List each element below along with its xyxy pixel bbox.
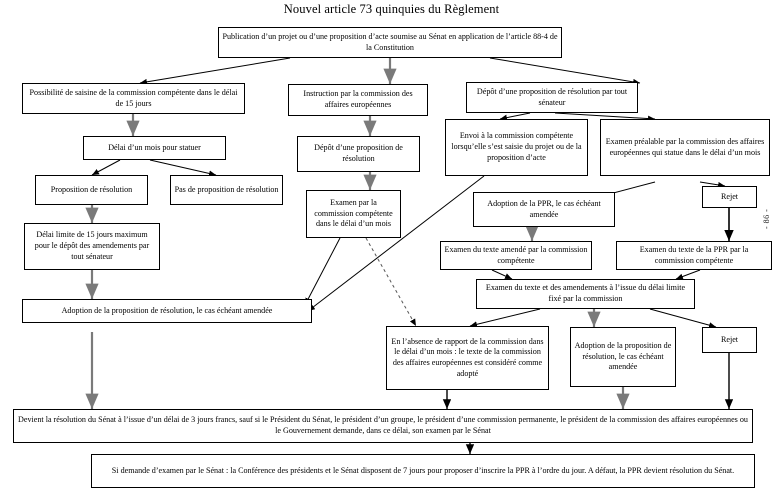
node-absence-rapport[interactable]: En l’absence de rapport de la commission…	[386, 326, 549, 390]
node-delai-un-mois[interactable]: Délai d’un mois pour statuer	[83, 136, 226, 160]
node-delai-limite-amendements[interactable]: Délai limite de 15 jours maximum pour le…	[24, 223, 160, 270]
page-title: Nouvel article 73 quinquies du Règlement	[283, 2, 500, 16]
node-devient-resolution[interactable]: Devient la résolution du Sénat à l’issue…	[13, 409, 753, 443]
node-si-demande-examen-label: Si demande d’examen par le Sénat : la Co…	[111, 465, 735, 475]
node-pas-proposition[interactable]: Pas de proposition de résolution	[170, 175, 283, 205]
node-examen-prealable[interactable]: Examen préalable par la commission des a…	[600, 119, 770, 176]
node-proposition-resolution-label: Proposition de résolution	[50, 184, 133, 194]
node-examen-commission-competente-label: Examen par la commission compétente dans…	[314, 197, 393, 229]
node-rejet-bas-label: Rejet	[720, 334, 739, 344]
node-publication[interactable]: Publication d’un projet ou d’une proposi…	[218, 27, 562, 58]
node-depot-proposition-label: Dépôt d’une proposition de résolution	[314, 143, 403, 163]
node-possibilite-saisine-label: Possibilité de saisine de la commission …	[29, 87, 238, 108]
node-proposition-resolution[interactable]: Proposition de résolution	[35, 175, 148, 205]
node-envoi-commission-label: Envoi à la commission compétente lorsqu’…	[451, 131, 582, 162]
page-number: - 86 -	[762, 208, 771, 230]
node-adoption-proposition-resolution[interactable]: Adoption de la proposition de résolution…	[570, 327, 676, 387]
node-rejet-bas[interactable]: Rejet	[702, 327, 757, 353]
node-depot-proposition[interactable]: Dépôt d’une proposition de résolution	[297, 136, 420, 172]
node-examen-texte-ppr[interactable]: Examen du texte de la PPR par la commiss…	[616, 241, 772, 270]
node-devient-resolution-label: Devient la résolution du Sénat à l’issue…	[18, 415, 748, 435]
node-adoption-proposition-amendee[interactable]: Adoption de la proposition de résolution…	[22, 299, 312, 323]
node-rejet-haut-label: Rejet	[720, 191, 739, 201]
node-adoption-proposition-resolution-label: Adoption de la proposition de résolution…	[574, 340, 672, 372]
node-examen-prealable-label: Examen préalable par la commission des a…	[605, 136, 765, 157]
node-instruction-cae-label: Instruction par la commission des affair…	[303, 89, 413, 109]
node-examen-texte-amendements-label: Examen du texte et des amendements à l’i…	[485, 283, 686, 303]
node-publication-label: Publication d’un projet ou d’une proposi…	[222, 31, 558, 52]
node-envoi-commission[interactable]: Envoi à la commission compétente lorsqu’…	[445, 119, 588, 176]
node-depot-ppr-senateur[interactable]: Dépôt d’une proposition de résolution pa…	[466, 82, 638, 113]
node-rejet-haut[interactable]: Rejet	[702, 186, 757, 208]
node-possibilite-saisine[interactable]: Possibilité de saisine de la commission …	[22, 83, 245, 114]
node-delai-limite-amendements-label: Délai limite de 15 jours maximum pour le…	[34, 230, 150, 261]
node-depot-ppr-senateur-label: Dépôt d’une proposition de résolution pa…	[476, 86, 628, 107]
node-examen-texte-ppr-label: Examen du texte de la PPR par la commiss…	[639, 244, 749, 265]
node-delai-un-mois-label: Délai d’un mois pour statuer	[108, 142, 201, 152]
node-examen-texte-amendements[interactable]: Examen du texte et des amendements à l’i…	[476, 279, 695, 309]
node-adoption-ppr-label: Adoption de la PPR, le cas échéant amend…	[487, 198, 601, 219]
node-adoption-proposition-amendee-label: Adoption de la proposition de résolution…	[61, 305, 273, 315]
node-absence-rapport-label: En l’absence de rapport de la commission…	[391, 336, 544, 378]
node-pas-proposition-label: Pas de proposition de résolution	[174, 184, 279, 194]
node-adoption-ppr[interactable]: Adoption de la PPR, le cas échéant amend…	[473, 192, 615, 227]
node-si-demande-examen[interactable]: Si demande d’examen par le Sénat : la Co…	[91, 454, 755, 488]
node-instruction-cae[interactable]: Instruction par la commission des affair…	[288, 84, 428, 116]
node-examen-texte-amende[interactable]: Examen du texte amendé par la commission…	[440, 241, 592, 270]
node-examen-commission-competente[interactable]: Examen par la commission compétente dans…	[306, 190, 401, 238]
node-examen-texte-amende-label: Examen du texte amendé par la commission…	[444, 244, 588, 265]
